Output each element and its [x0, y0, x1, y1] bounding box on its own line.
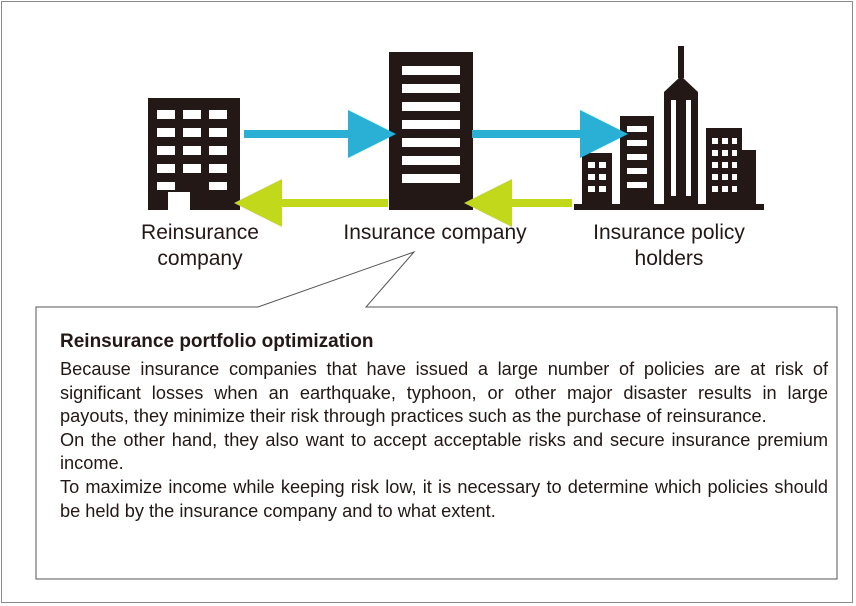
callout-paragraph: To maximize income while keeping risk lo… — [60, 476, 828, 521]
city-skyline-icon — [574, 46, 764, 210]
callout-paragraph: Because insurance companies that have is… — [60, 359, 828, 427]
tall-office-tower-icon — [389, 52, 473, 210]
callout-paragraph: On the other hand, they also want to acc… — [60, 429, 828, 474]
reinsurance-company-label: Reinsurance company — [141, 221, 259, 270]
callout-title: Reinsurance portfolio optimization — [60, 331, 374, 352]
office-building-icon — [148, 98, 240, 210]
callout-content: Reinsurance portfolio optimization Becau… — [60, 330, 828, 523]
policy-holders-label: Insurance policy holders — [593, 221, 745, 270]
insurance-company-label: Insurance company — [343, 221, 527, 244]
callout-body: Because insurance companies that have is… — [60, 358, 828, 523]
callout-box — [35, 250, 838, 580]
